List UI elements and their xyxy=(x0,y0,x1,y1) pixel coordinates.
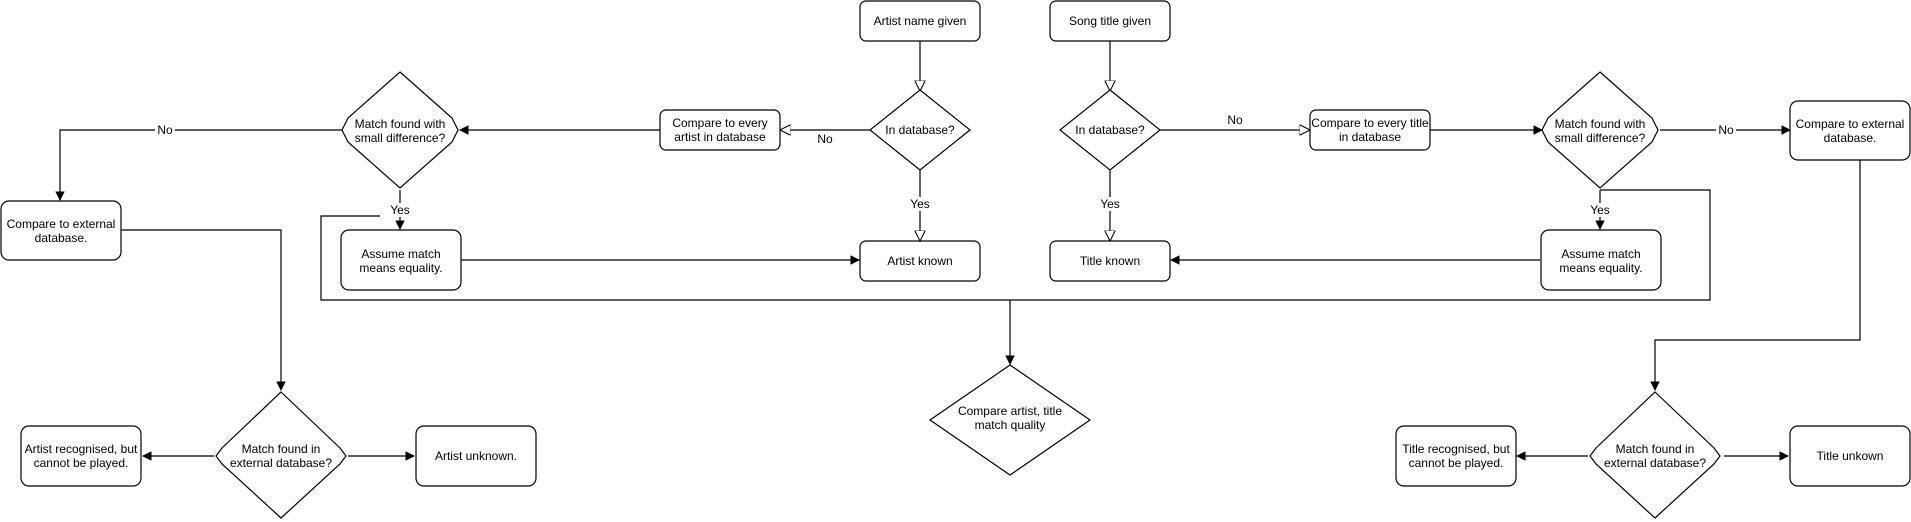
node-label-line-1: Match found in xyxy=(1616,442,1695,456)
node-label-line-1: Compare artist, title xyxy=(958,404,1062,418)
node-label: Title unkown xyxy=(1817,449,1884,463)
node-match-small-difference-left: Match found with small difference? xyxy=(341,71,459,189)
node-label-line-2: cannot be played. xyxy=(34,456,129,470)
node-match-small-difference-right: Match found with small difference? xyxy=(1541,71,1659,189)
node-artist-name-given: Artist name given xyxy=(859,0,981,42)
node-label: In database? xyxy=(885,123,955,137)
edge-label-right-no: No xyxy=(1718,123,1734,137)
node-label-line-1: Assume match xyxy=(1561,247,1640,261)
node-song-title-given: Song title given xyxy=(1049,0,1171,42)
node-label-line-2: match quality xyxy=(975,418,1046,432)
node-title-in-database-decision: In database? xyxy=(1059,89,1161,171)
node-artist-recognised: Artist recognised, but cannot be played. xyxy=(20,425,142,487)
node-label-line-1: Compare to external xyxy=(7,217,116,231)
edge-label-artist-no: No xyxy=(817,132,833,146)
node-label-line-1: Compare to every title xyxy=(1311,116,1429,130)
node-label: Artist name given xyxy=(874,14,967,28)
node-label-line-2: means equality. xyxy=(1559,261,1642,275)
edges xyxy=(55,41,1861,461)
edge-labels: No Yes No Yes No Yes No Yes xyxy=(155,113,1736,217)
node-label-line-1: Match found in xyxy=(242,442,321,456)
node-compare-every-artist: Compare to every artist in database xyxy=(659,109,781,151)
edge-left-match-no xyxy=(55,129,345,201)
edge-label-left-no: No xyxy=(157,123,173,137)
edge-label-right-yes: Yes xyxy=(1590,203,1610,217)
node-label-line-1: Compare to every xyxy=(672,116,767,130)
node-artist-in-database-decision: In database? xyxy=(869,89,971,171)
edge-label-left-yes: Yes xyxy=(390,203,410,217)
node-label-line-2: database. xyxy=(35,231,88,245)
edge-ext-right-to-match-ext xyxy=(1650,160,1861,391)
node-label: In database? xyxy=(1075,123,1145,137)
edge-ext-left-to-match-ext xyxy=(120,229,286,391)
node-label-line-2: cannot be played. xyxy=(1409,456,1504,470)
node-label: Artist unknown. xyxy=(435,449,517,463)
node-artist-known: Artist known xyxy=(859,240,981,282)
node-label-line-2: small difference? xyxy=(1555,131,1646,145)
node-compare-every-title: Compare to every title in database xyxy=(1309,109,1431,151)
edge-merge-loop xyxy=(320,189,1711,301)
node-assume-match-right: Assume match means equality. xyxy=(1540,229,1662,291)
node-label-line-2: external database? xyxy=(230,456,332,470)
node-label-line-2: external database? xyxy=(1604,456,1706,470)
node-label-line-2: small difference? xyxy=(355,131,446,145)
node-match-external-right: Match found in external database? xyxy=(1589,391,1721,519)
node-title-unknown: Title unkown xyxy=(1789,425,1911,487)
node-title-recognised: Title recognised, but cannot be played. xyxy=(1395,425,1517,487)
node-label-line-2: artist in database xyxy=(674,130,766,144)
node-assume-match-left: Assume match means equality. xyxy=(340,229,462,291)
node-label-line-2: in database xyxy=(1339,130,1401,144)
node-label: Song title given xyxy=(1069,14,1151,28)
node-label-line-1: Assume match xyxy=(361,247,440,261)
node-label-line-1: Artist recognised, but xyxy=(25,442,138,456)
node-artist-unknown: Artist unknown. xyxy=(415,425,537,487)
node-compare-match-quality: Compare artist, title match quality xyxy=(928,364,1092,476)
node-label: Title known xyxy=(1080,254,1140,268)
node-label-line-1: Compare to external xyxy=(1796,117,1905,131)
edge-label-title-yes: Yes xyxy=(1100,197,1120,211)
node-match-external-left: Match found in external database? xyxy=(215,391,347,519)
node-label-line-1: Title recognised, but xyxy=(1402,442,1510,456)
edge-label-artist-yes: Yes xyxy=(910,197,930,211)
node-label-line-2: means equality. xyxy=(359,261,442,275)
edge-label-title-no: No xyxy=(1227,113,1243,127)
node-label: Artist known xyxy=(887,254,952,268)
node-compare-external-right: Compare to external database. xyxy=(1789,100,1911,161)
node-compare-external-left: Compare to external database. xyxy=(0,200,122,261)
node-label-line-1: Match found with xyxy=(1555,117,1646,131)
node-label-line-1: Match found with xyxy=(355,117,446,131)
node-label-line-2: database. xyxy=(1824,131,1877,145)
node-title-known: Title known xyxy=(1049,240,1171,282)
